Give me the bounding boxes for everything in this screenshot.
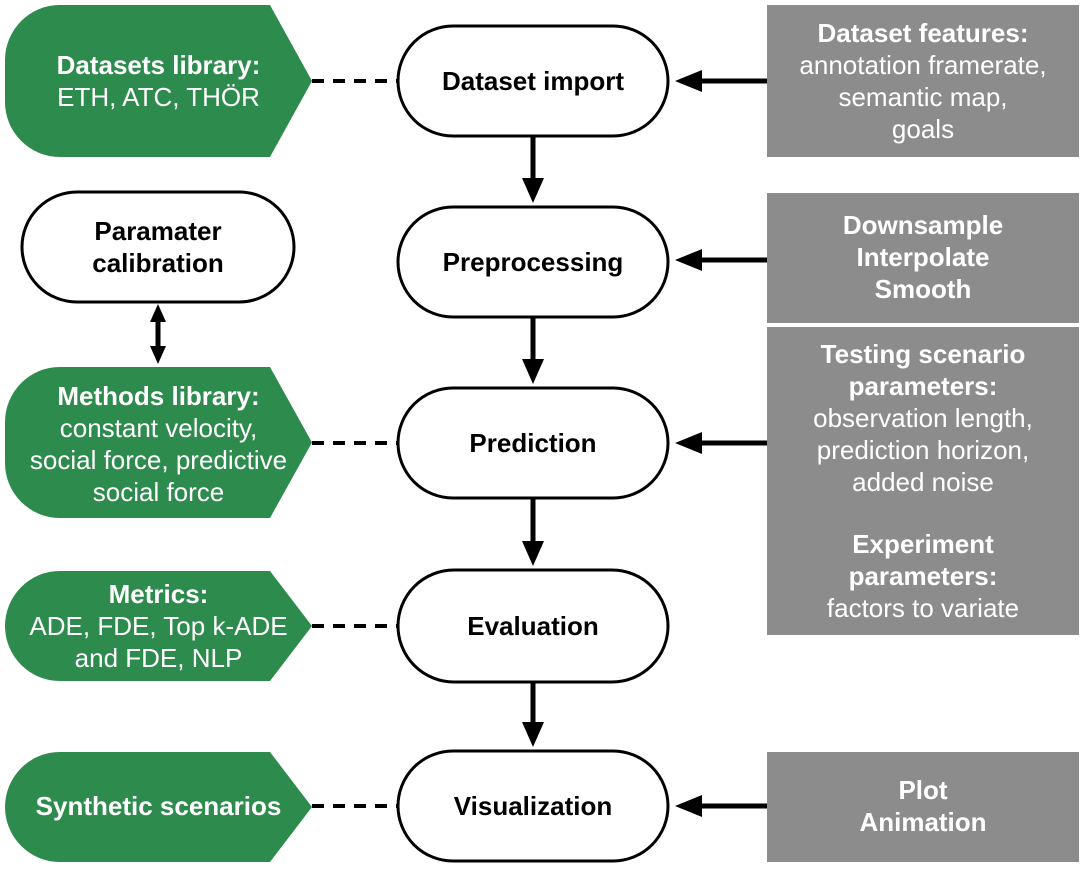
metrics-library-line-2: and FDE, NLP <box>74 643 243 673</box>
experiment-title-line-2: parameters: <box>848 561 998 591</box>
arrowhead-preprocessing-to-prediction <box>522 359 544 384</box>
methods-library-line-1: constant velocity, <box>59 413 258 443</box>
methods-library-text: Methods library: constant velocity, soci… <box>5 380 312 508</box>
step-label-dataset-import: Dataset import <box>441 66 625 96</box>
pipeline-arrows <box>522 136 544 747</box>
datasets-library-line-1: ETH, ATC, THÖR <box>57 82 260 112</box>
preprocessing-ops-text: Downsample Interpolate Smooth <box>767 209 1079 305</box>
experiment-title-line-1: Experiment <box>852 529 994 559</box>
testing-line-2: prediction horizon, <box>816 435 1030 465</box>
step-label-preprocessing: Preprocessing <box>442 247 624 277</box>
testing-parameters-box <box>767 327 1079 635</box>
arrowhead-import-to-preprocessing <box>522 178 544 203</box>
preprocessing-op-downsample: Downsample <box>842 210 1004 240</box>
dataset-features-line-1: annotation framerate, <box>799 50 1047 80</box>
datasets-library-shape <box>5 5 312 157</box>
visualization-ops-box <box>767 752 1079 862</box>
calibration-line-2: calibration <box>92 248 224 278</box>
dataset-features-line-3: goals <box>891 114 955 144</box>
double-arrow-head-up <box>150 304 166 322</box>
calibration-line-1: Paramater <box>94 216 222 246</box>
testing-line-3: added noise <box>852 467 994 497</box>
datasets-library-text: Datasets library: ETH, ATC, THÖR <box>5 49 312 113</box>
preprocessing-op-interpolate: Interpolate <box>856 242 990 272</box>
calibration-double-arrow <box>150 304 166 364</box>
testing-line-1: observation length, <box>813 403 1033 433</box>
testing-title-line-1: Testing scenario <box>820 339 1026 369</box>
step-label-prediction: Prediction <box>469 428 597 458</box>
visualization-op-animation: Animation <box>859 807 987 837</box>
arrowhead-features-to-import <box>675 70 702 92</box>
methods-library-title: Methods library: <box>57 381 260 411</box>
synthetic-scenarios-label: Synthetic scenarios <box>35 791 282 821</box>
step-label-evaluation: Evaluation <box>467 611 599 641</box>
arrowhead-prediction-to-evaluation <box>522 541 544 566</box>
testing-title-line-2: parameters: <box>848 371 998 401</box>
methods-library-line-2: social force, predictive <box>29 445 288 475</box>
arrowhead-plot-to-visualization <box>675 795 702 817</box>
dashed-connectors <box>312 79 398 808</box>
experiment-line-1: factors to variate <box>826 593 1020 623</box>
dataset-features-box <box>767 5 1079 157</box>
preprocessing-op-smooth: Smooth <box>874 274 972 304</box>
double-arrow-head-down <box>150 346 166 364</box>
dataset-features-line-2: semantic map, <box>838 82 1008 112</box>
arrowhead-testing-to-prediction <box>675 432 702 454</box>
preprocessing-ops-box <box>767 193 1079 323</box>
datasets-library-title: Datasets library: <box>56 50 261 80</box>
metrics-library-text: Metrics: ADE, FDE, Top k-ADE and FDE, NL… <box>5 578 312 674</box>
arrowhead-evaluation-to-visualization <box>522 722 544 747</box>
metrics-library-shape <box>5 571 312 681</box>
metrics-library-line-1: ADE, FDE, Top k-ADE <box>29 611 288 641</box>
metrics-library-title: Metrics: <box>108 579 209 609</box>
calibration-node <box>20 190 296 304</box>
arrowhead-ops-to-preprocessing <box>675 249 702 271</box>
step-label-visualization: Visualization <box>453 791 613 821</box>
visualization-op-plot: Plot <box>898 775 948 805</box>
dataset-features-title: Dataset features: <box>817 18 1029 48</box>
input-arrows <box>675 70 767 817</box>
testing-parameters-text: Testing scenario parameters: observation… <box>767 338 1079 498</box>
synthetic-library-shape <box>5 752 312 862</box>
calibration-label: Paramater calibration <box>22 215 294 279</box>
dataset-features-text: Dataset features: annotation framerate, … <box>767 17 1079 145</box>
methods-library-shape <box>5 367 312 518</box>
visualization-ops-text: Plot Animation <box>767 774 1079 838</box>
experiment-parameters-text: Experiment parameters: factors to variat… <box>767 528 1079 624</box>
methods-library-line-3: social force <box>92 477 225 507</box>
